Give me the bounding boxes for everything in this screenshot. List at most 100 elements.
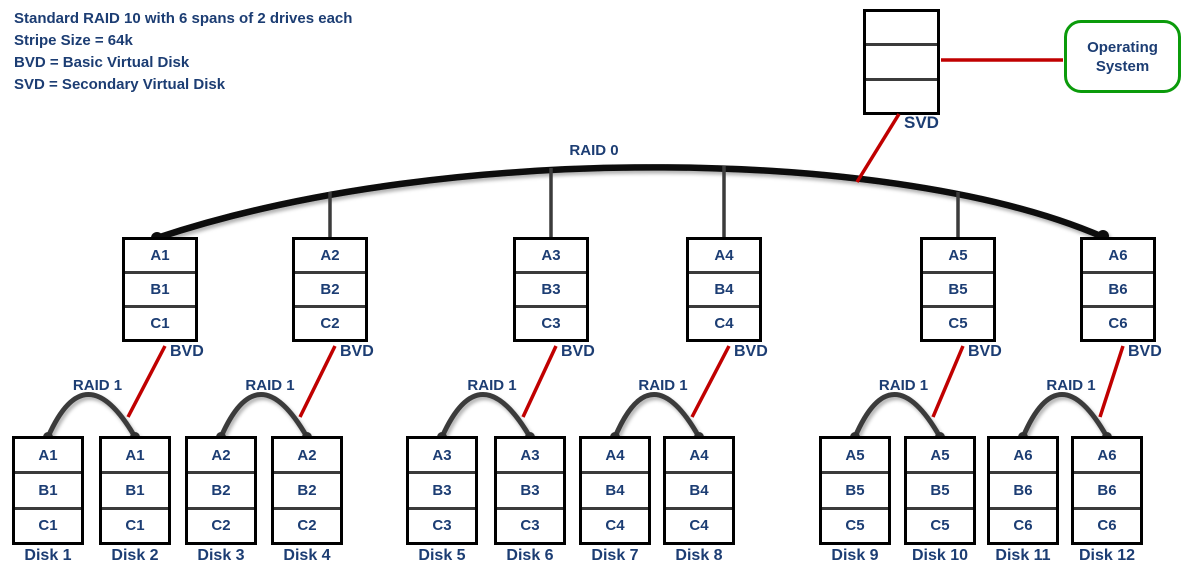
- disk-box-9-cell: A5: [845, 446, 865, 464]
- bvd-label-4: BVD: [734, 343, 768, 360]
- disk-label-12: Disk 12: [1078, 547, 1136, 564]
- disk-box-7-cell: B4: [582, 471, 648, 506]
- legend-title: Standard RAID 10 with 6 spans of 2 drive…: [14, 10, 353, 27]
- bvd-box-2-cell: A2: [320, 247, 340, 264]
- disk-box-8-cell: A4: [689, 446, 709, 464]
- disk-box-3-cell: A2: [211, 446, 231, 464]
- disk-box-11-cell: A6: [1013, 446, 1033, 464]
- operating-system-box: Operating System: [1064, 20, 1181, 93]
- bvd-box-3-cell: A3: [541, 247, 561, 264]
- legend-stripe-size: Stripe Size = 64k: [14, 32, 133, 49]
- disk-label-11: Disk 11: [995, 547, 1051, 564]
- legend-svd-definition: SVD = Secondary Virtual Disk: [14, 76, 226, 93]
- legend: Standard RAID 10 with 6 spans of 2 drive…: [14, 8, 352, 96]
- disk-box-12-cell: B6: [1074, 471, 1140, 506]
- bvd-box-6-cell: B6: [1083, 271, 1153, 305]
- bvd-to-span-link: [931, 345, 965, 418]
- bvd-box-1-cell: B1: [125, 271, 195, 305]
- disk-label-10: Disk 10: [911, 547, 969, 564]
- disk-box-8-cell: C4: [666, 506, 732, 542]
- bvd-box-6-cell: C6: [1083, 305, 1153, 339]
- bvd-box-4-cell: A4: [714, 247, 734, 264]
- disk-label-6: Disk 6: [506, 547, 554, 564]
- bvd-box-5-cell: A5: [948, 247, 968, 264]
- bvd-box-5-cell: B5: [923, 271, 993, 305]
- bvd-label-6: BVD: [1128, 343, 1162, 360]
- raid1-arc: [216, 392, 312, 442]
- disk-box-5-cell: C3: [409, 506, 475, 542]
- disk-box-5-cell: A3: [432, 446, 452, 464]
- bvd-box-2-cell: B2: [295, 271, 365, 305]
- bvd-label-1: BVD: [170, 343, 204, 360]
- disk-box-7-cell: A4: [605, 446, 625, 464]
- disk-box-9-cell: B5: [822, 471, 888, 506]
- svd-cell: [866, 12, 937, 43]
- disk-box-12-cell: A6: [1097, 446, 1117, 464]
- disk-box-1-cell: B1: [15, 471, 81, 506]
- operating-system-label: Operating System: [1087, 38, 1158, 75]
- disk-box-10-cell: C5: [907, 506, 973, 542]
- bvd-box-6-cell: A6: [1108, 247, 1128, 264]
- disk-box-6-cell: A3: [520, 446, 540, 464]
- raid0-arc: [151, 164, 1109, 244]
- svd-cell: [866, 43, 937, 77]
- bvd-box-1-cell: A1: [150, 247, 170, 264]
- bvd-to-span-link: [690, 345, 731, 418]
- disk-box-2-cell: A1: [125, 446, 145, 464]
- disk-box-10-cell: B5: [907, 471, 973, 506]
- bvd-label-2: BVD: [340, 343, 374, 360]
- raid0-label: RAID 0: [569, 142, 619, 159]
- disk-label-1: Disk 1: [24, 547, 72, 564]
- bvd-box-5-cell: C5: [923, 305, 993, 339]
- legend-bvd-definition: BVD = Basic Virtual Disk: [14, 54, 190, 71]
- disk-label-4: Disk 4: [283, 547, 331, 564]
- raid1-arc: [610, 392, 704, 442]
- disk-label-2: Disk 2: [111, 547, 159, 564]
- disk-box-1-cell: A1: [38, 446, 58, 464]
- disk-label-7: Disk 7: [591, 547, 639, 564]
- svd-box: [863, 9, 940, 115]
- disk-box-3-cell: B2: [188, 471, 254, 506]
- bvd-to-span-link: [126, 345, 167, 418]
- disk-box-1-cell: C1: [15, 506, 81, 542]
- bvd-to-span-link: [298, 345, 337, 418]
- disk-label-3: Disk 3: [197, 547, 245, 564]
- disk-box-6-cell: B3: [497, 471, 563, 506]
- bvd-box-3-cell: C3: [516, 305, 586, 339]
- svd-to-raid0-link: [855, 113, 901, 183]
- disk-box-6-cell: C3: [497, 506, 563, 542]
- disk-box-10-cell: A5: [930, 446, 950, 464]
- disk-label-5: Disk 5: [418, 547, 466, 564]
- disk-box-7-cell: C4: [582, 506, 648, 542]
- raid1-label-6: RAID 1: [1046, 377, 1096, 394]
- svd-label: SVD: [904, 113, 939, 132]
- disk-box-2-cell: B1: [102, 471, 168, 506]
- disk-box-4-cell: A2: [297, 446, 317, 464]
- bvd-box-4-cell: C4: [689, 305, 759, 339]
- raid1-label-3: RAID 1: [467, 377, 517, 394]
- disk-box-2-cell: C1: [102, 506, 168, 542]
- disk-box-11-cell: C6: [990, 506, 1056, 542]
- disk-box-9-cell: C5: [822, 506, 888, 542]
- raid1-arc: [1018, 392, 1112, 442]
- disk-label-8: Disk 8: [675, 547, 723, 564]
- raid1-label-5: RAID 1: [878, 377, 929, 394]
- bvd-box-2-cell: C2: [295, 305, 365, 339]
- disk-box-4-cell: C2: [274, 506, 340, 542]
- bvd-to-span-link: [521, 345, 558, 418]
- disk-box-4-cell: B2: [274, 471, 340, 506]
